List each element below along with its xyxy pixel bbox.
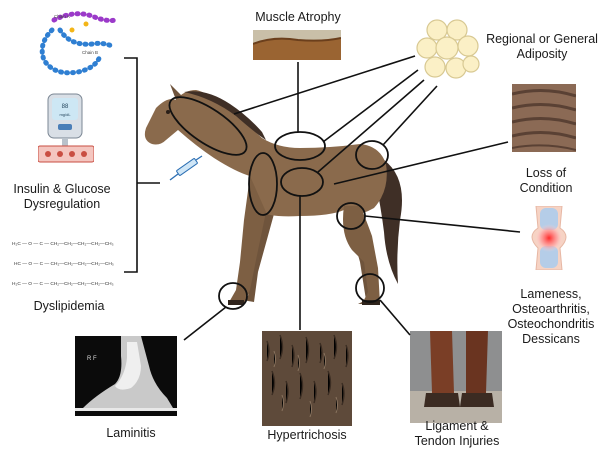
insulin-glucose-line2: Dysregulation <box>4 197 120 212</box>
lameness-label: Lameness, Osteoarthritis, Osteochondriti… <box>500 287 602 347</box>
loss-of-condition-label: Loss of Condition <box>506 166 586 196</box>
adiposity-label-line2: Adiposity <box>482 47 602 62</box>
dyslipidemia-label: Dyslipidemia <box>22 299 116 314</box>
adiposity-line-tailhead <box>383 86 437 145</box>
insulin-glucose-line1: Insulin & Glucose <box>4 182 120 197</box>
lameness-line3: Osteochondritis <box>500 317 602 332</box>
adiposity-line-crest <box>234 56 415 114</box>
syringe-icon <box>170 156 202 180</box>
ligament-label: Ligament & Tendon Injuries <box>402 419 512 449</box>
laminitis-line <box>184 307 226 340</box>
lameness-line2: Osteoarthritis, <box>500 302 602 317</box>
ligament-line2: Tendon Injuries <box>402 434 512 449</box>
lameness-line4: Dessicans <box>500 332 602 347</box>
adiposity-label: Regional or General Adiposity <box>482 32 602 62</box>
hypertrichosis-label: Hypertrichosis <box>252 428 362 443</box>
loss-of-condition-line1: Loss of <box>506 166 586 181</box>
lameness-line1: Lameness, <box>500 287 602 302</box>
horse-illustration <box>145 84 402 305</box>
ligament-line <box>380 300 410 335</box>
ligament-line1: Ligament & <box>402 419 512 434</box>
loss-of-condition-line2: Condition <box>506 181 586 196</box>
muscle-atrophy-label: Muscle Atrophy <box>240 10 356 25</box>
left-bracket <box>124 58 137 272</box>
adiposity-label-line1: Regional or General <box>482 32 602 47</box>
laminitis-label: Laminitis <box>96 426 166 441</box>
insulin-glucose-label: Insulin & Glucose Dysregulation <box>4 182 120 212</box>
